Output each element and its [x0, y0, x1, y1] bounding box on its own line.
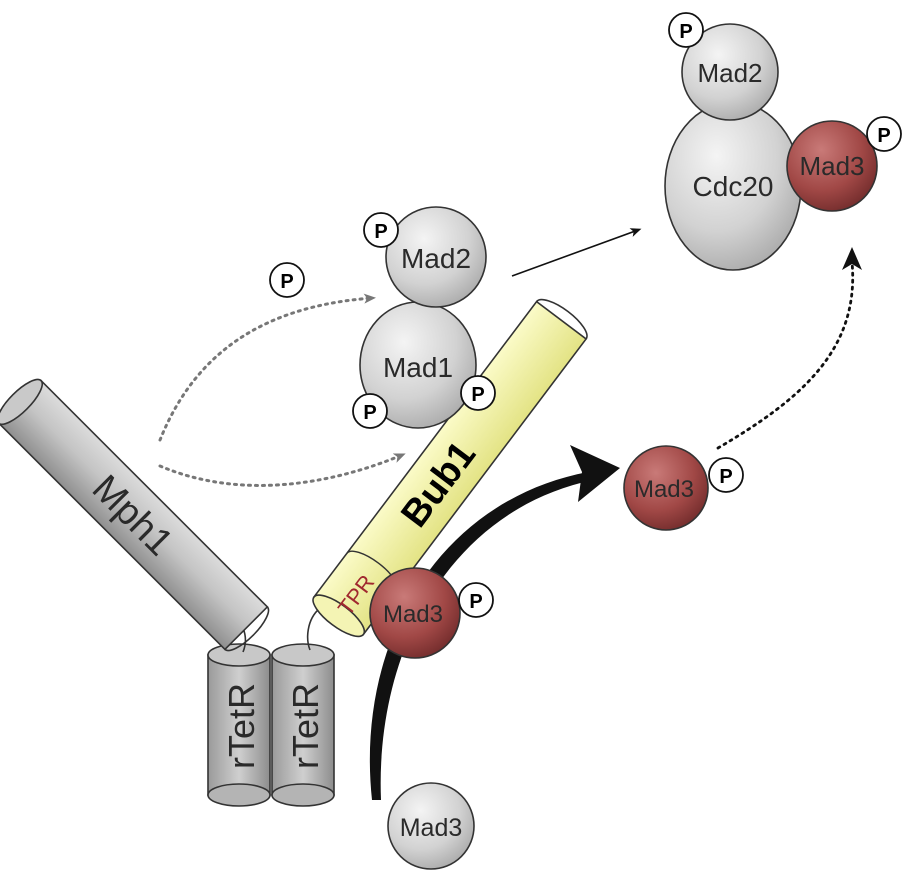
- mad3-complex: Mad3: [786, 120, 878, 212]
- svg-text:P: P: [469, 591, 482, 613]
- rtetr-left-label: rTetR: [221, 683, 262, 769]
- rtetr-left: rTetR: [207, 643, 271, 807]
- mad2-center-label: Mad2: [401, 243, 471, 274]
- phospho-badge-mad1-left: P: [352, 393, 388, 429]
- mad3-right: Mad3: [623, 445, 709, 531]
- svg-text:P: P: [374, 221, 387, 243]
- dotted-arrow-head: [842, 247, 862, 270]
- mad2-center: Mad2: [385, 206, 487, 308]
- mad3-free: Mad3: [387, 782, 475, 870]
- rtetr-right: rTetR: [271, 643, 335, 807]
- mad2-top: Mad2: [681, 23, 779, 121]
- rtetr-right-label: rTetR: [285, 683, 326, 769]
- mad3-bound-label: Mad3: [383, 601, 443, 628]
- curved-arrow-head: [570, 445, 620, 502]
- svg-text:P: P: [280, 271, 293, 293]
- mad3-complex-label: Mad3: [799, 151, 864, 181]
- svg-text:P: P: [877, 125, 890, 147]
- phospho-badge-mad3-bound: P: [458, 582, 494, 618]
- arrow-mad2-to-complex: [511, 228, 642, 277]
- svg-text:P: P: [679, 21, 692, 43]
- svg-text:P: P: [363, 402, 376, 424]
- phospho-badge-mad2-top: P: [668, 12, 704, 48]
- mad3-free-label: Mad3: [400, 814, 463, 842]
- bub1-tether: [306, 607, 321, 651]
- phospho-badge-mad3-right: P: [708, 457, 744, 493]
- phospho-badge-mad3-complex: P: [866, 116, 902, 152]
- mad3-bound: Mad3: [369, 567, 461, 659]
- phospho-badge-mad2-center: P: [363, 212, 399, 248]
- dotted-arrow-to-mad2: [158, 293, 376, 442]
- dotted-arrow-to-mad1: [158, 453, 406, 487]
- mad3-right-label: Mad3: [634, 476, 694, 503]
- dotted-arrow-mad3-to-complex: [716, 260, 855, 450]
- mad2-top-label: Mad2: [697, 58, 762, 88]
- svg-text:P: P: [719, 466, 732, 488]
- mph1-cylinder: Mph1: [0, 378, 270, 652]
- cdc20: Cdc20: [664, 101, 802, 271]
- mad1-label: Mad1: [383, 352, 453, 383]
- cdc20-label: Cdc20: [693, 171, 774, 202]
- mad1: Mad1: [359, 301, 477, 429]
- phospho-badge-free: P: [269, 262, 305, 298]
- svg-text:P: P: [471, 384, 484, 406]
- phospho-badge-mad1-right: P: [460, 375, 496, 411]
